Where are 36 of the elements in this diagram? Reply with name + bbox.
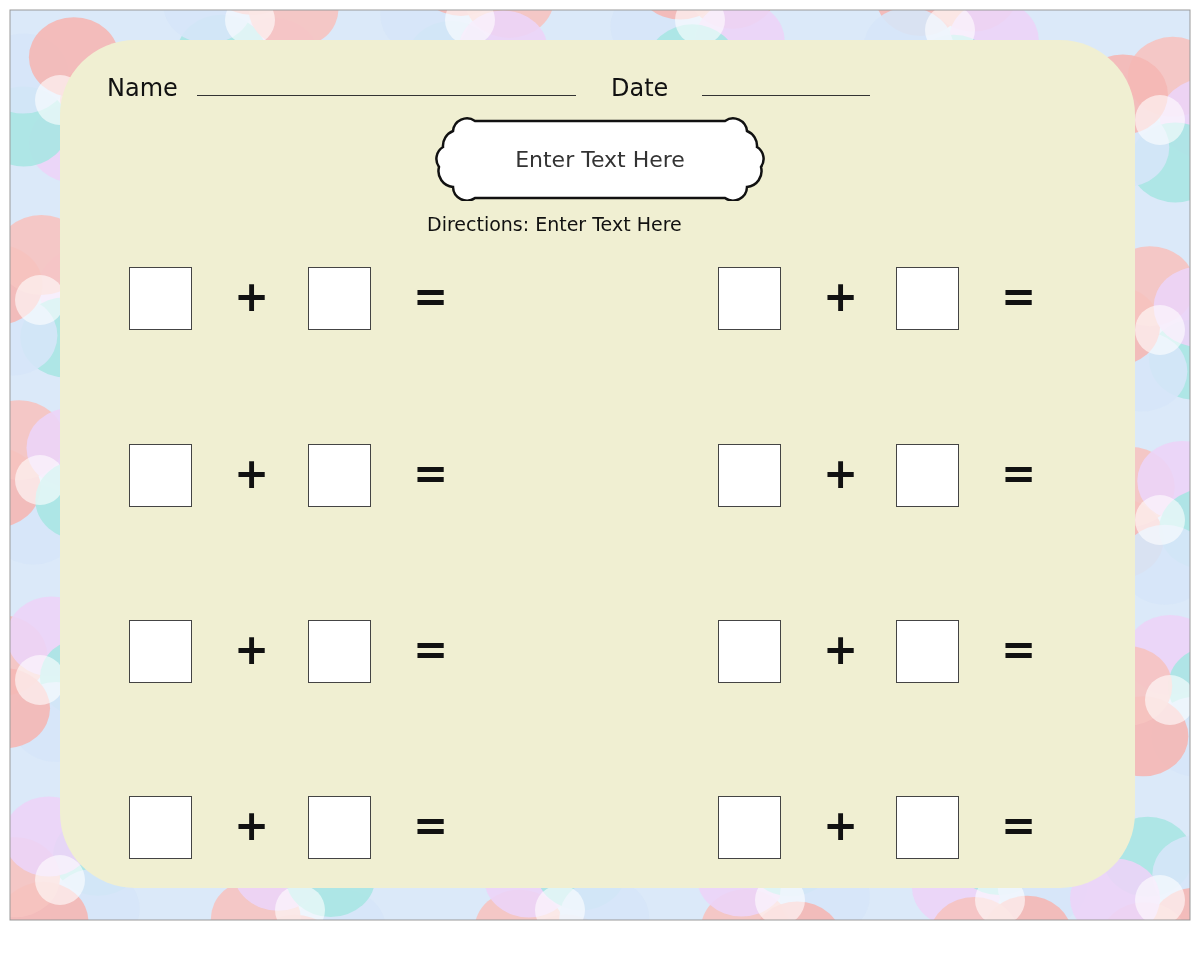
equals-sign: =	[1001, 629, 1037, 671]
plus-sign: +	[234, 805, 270, 847]
equals-sign: =	[413, 629, 449, 671]
answer-box	[129, 796, 192, 859]
answer-box	[718, 620, 781, 683]
plus-sign: +	[823, 805, 859, 847]
answer-box	[129, 620, 192, 683]
equals-sign: =	[1001, 805, 1037, 847]
plus-sign: +	[234, 453, 270, 495]
plus-sign: +	[234, 276, 270, 318]
plus-sign: +	[823, 453, 859, 495]
equals-sign: =	[1001, 276, 1037, 318]
answer-box	[718, 267, 781, 330]
plus-sign: +	[823, 629, 859, 671]
answer-box	[718, 444, 781, 507]
answer-box	[308, 267, 371, 330]
answer-box	[896, 267, 959, 330]
answer-box	[129, 267, 192, 330]
equals-sign: =	[413, 276, 449, 318]
answer-box	[896, 796, 959, 859]
answer-box	[308, 620, 371, 683]
answer-box	[718, 796, 781, 859]
answer-box	[308, 796, 371, 859]
banner-title: Enter Text Here	[515, 146, 685, 172]
answer-box	[129, 444, 192, 507]
field-label: Date	[611, 76, 669, 100]
answer-box	[896, 620, 959, 683]
equals-sign: =	[413, 453, 449, 495]
plus-sign: +	[234, 629, 270, 671]
equals-sign: =	[413, 805, 449, 847]
equals-sign: =	[1001, 453, 1037, 495]
plus-sign: +	[823, 276, 859, 318]
answer-box	[896, 444, 959, 507]
field-label: Name	[107, 76, 178, 100]
answer-box	[308, 444, 371, 507]
directions-text: Directions: Enter Text Here	[427, 215, 682, 234]
